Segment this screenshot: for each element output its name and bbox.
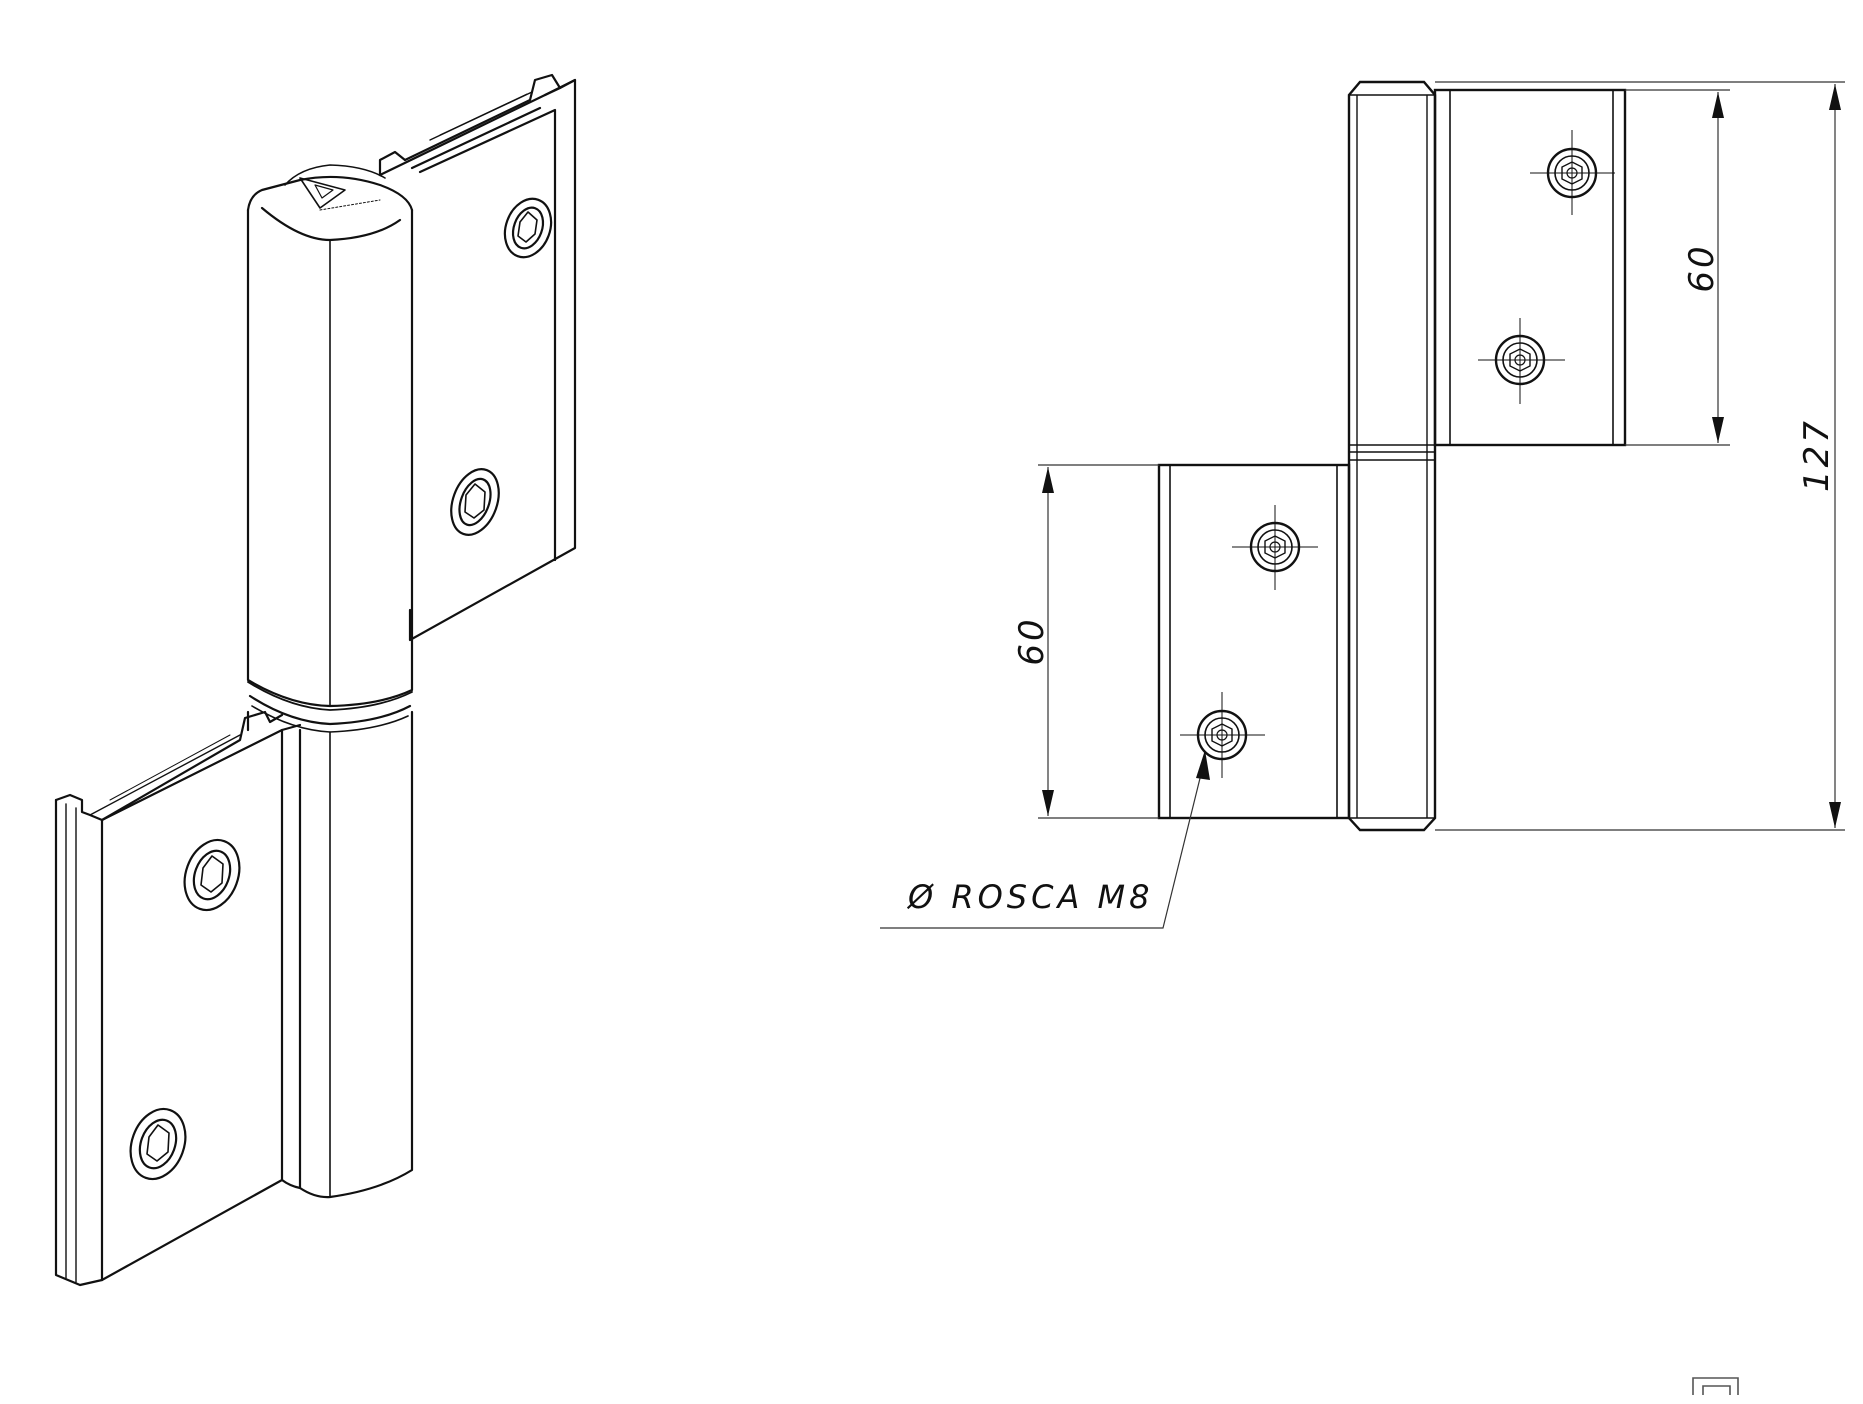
hinge-isometric-view [54,73,577,1287]
corner-mark [1692,1377,1739,1395]
thread-callout-label: Ø ROSCA M8 [906,878,1153,916]
screw-front-lower-1 [1232,505,1318,590]
hinge-front-view [1157,80,1627,832]
screw-front-lower-2 [1180,692,1265,778]
dim-lower-leaf-60: 60 [1012,616,1052,665]
dim-upper-leaf-60: 60 [1682,243,1722,292]
lower-leaf-iso [54,710,302,1287]
screw-iso-lower-1 [183,838,241,912]
barrel-front [1347,80,1437,832]
upper-leaf-iso [378,73,577,642]
upper-leaf-front [1433,88,1627,447]
screw-front-upper-2 [1478,318,1565,404]
lower-leaf-front [1157,463,1351,820]
dim-overall-127: 127 [1797,418,1837,492]
screw-iso-upper-1 [503,197,553,259]
screw-front-upper-1 [1530,130,1615,215]
screw-iso-lower-2 [129,1107,187,1181]
screw-iso-upper-2 [450,468,500,536]
barrel-iso-upper [246,164,414,733]
dimension-arrows [1042,84,1841,828]
barrel-iso-lower [280,710,414,1199]
dimension-lines [880,81,1845,929]
